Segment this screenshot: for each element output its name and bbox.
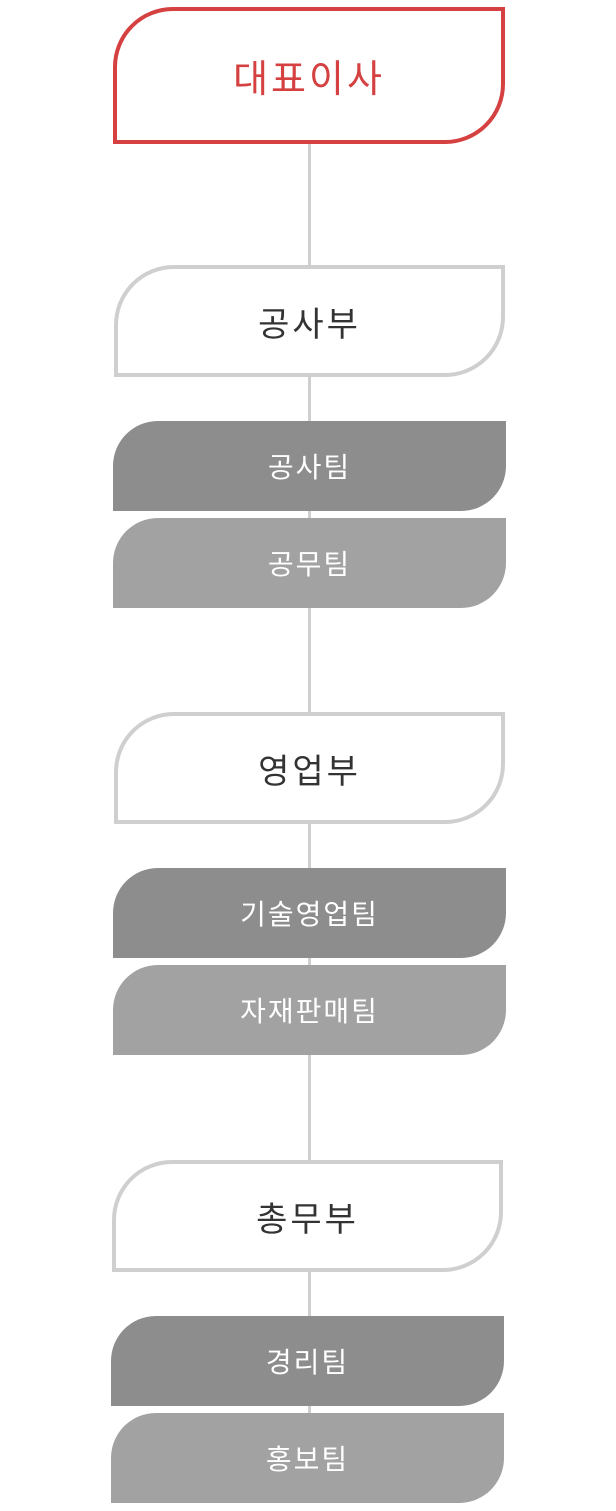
department-label: 영업부 xyxy=(258,751,361,792)
team-box-construction: 공사팀 xyxy=(113,421,506,511)
department-box-sales: 영업부 xyxy=(114,712,505,824)
department-box-construction: 공사부 xyxy=(114,265,505,377)
team-label: 경리팀 xyxy=(265,1346,350,1379)
ceo-box: 대표이사 xyxy=(113,7,505,144)
team-label: 공사팀 xyxy=(267,451,352,484)
team-box-technical-sales: 기술영업팀 xyxy=(113,868,506,958)
team-label: 기술영업팀 xyxy=(240,898,379,931)
team-label: 홍보팀 xyxy=(265,1443,350,1476)
ceo-label: 대표이사 xyxy=(233,57,385,101)
team-box-public-relations: 홍보팀 xyxy=(111,1413,504,1503)
team-box-materials-sales: 자재판매팀 xyxy=(113,965,506,1055)
team-label: 공무팀 xyxy=(267,548,352,581)
team-box-public-works: 공무팀 xyxy=(113,518,506,608)
department-label: 공사부 xyxy=(258,304,361,345)
department-label: 총무부 xyxy=(256,1199,359,1240)
team-label: 자재판매팀 xyxy=(240,995,379,1028)
department-box-general-affairs: 총무부 xyxy=(112,1160,503,1272)
team-box-accounting: 경리팀 xyxy=(111,1316,504,1406)
